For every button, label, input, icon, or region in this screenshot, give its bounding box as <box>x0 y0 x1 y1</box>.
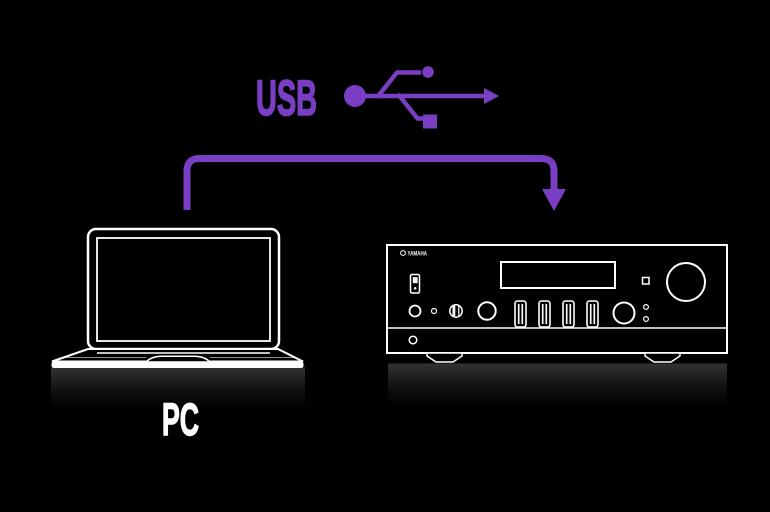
yamaha-logo-text: YAMAHA <box>408 252 428 258</box>
receiver-illustration: YAMAHA <box>386 244 728 363</box>
power-button <box>409 273 421 294</box>
input-knob <box>449 304 463 318</box>
receiver-square-button <box>641 276 650 285</box>
pc-laptop-illustration <box>51 227 304 368</box>
indicator-bottom <box>642 316 649 323</box>
arrow-head <box>542 189 566 211</box>
usb-icon-circle-node <box>422 66 434 78</box>
volume-knob <box>666 262 706 302</box>
laptop-front-edge <box>51 361 304 368</box>
small-jack <box>430 307 438 315</box>
receiver-body <box>386 244 728 354</box>
laptop-latch-notch <box>144 355 212 363</box>
receiver-display <box>500 261 616 289</box>
slider-controls <box>514 300 599 328</box>
receiver-foot-left <box>426 352 463 363</box>
usb-icon-square-node <box>423 114 437 129</box>
usb-icon <box>344 66 499 129</box>
power-button-dot <box>413 287 417 290</box>
usb-icon-lower-branch <box>396 92 424 121</box>
laptop-screen <box>96 237 271 342</box>
arrow-path <box>183 155 558 210</box>
receiver-foot-right <box>644 352 681 363</box>
pc-label: PC <box>162 394 199 445</box>
phones-jack <box>408 304 422 318</box>
selector-knob <box>477 301 497 321</box>
pc-shadow <box>51 367 305 409</box>
bottom-jack <box>408 335 418 345</box>
usb-connection-arrow <box>183 155 566 211</box>
receiver-shadow <box>388 363 727 406</box>
usb-icon-upper-branch <box>375 70 421 99</box>
balance-knob <box>612 301 636 325</box>
usb-icon-arrowhead <box>484 88 499 104</box>
usb-label: USB <box>256 70 317 126</box>
yamaha-logo-mark <box>400 250 406 256</box>
indicator-top <box>642 304 649 311</box>
power-button-inner <box>412 277 418 284</box>
